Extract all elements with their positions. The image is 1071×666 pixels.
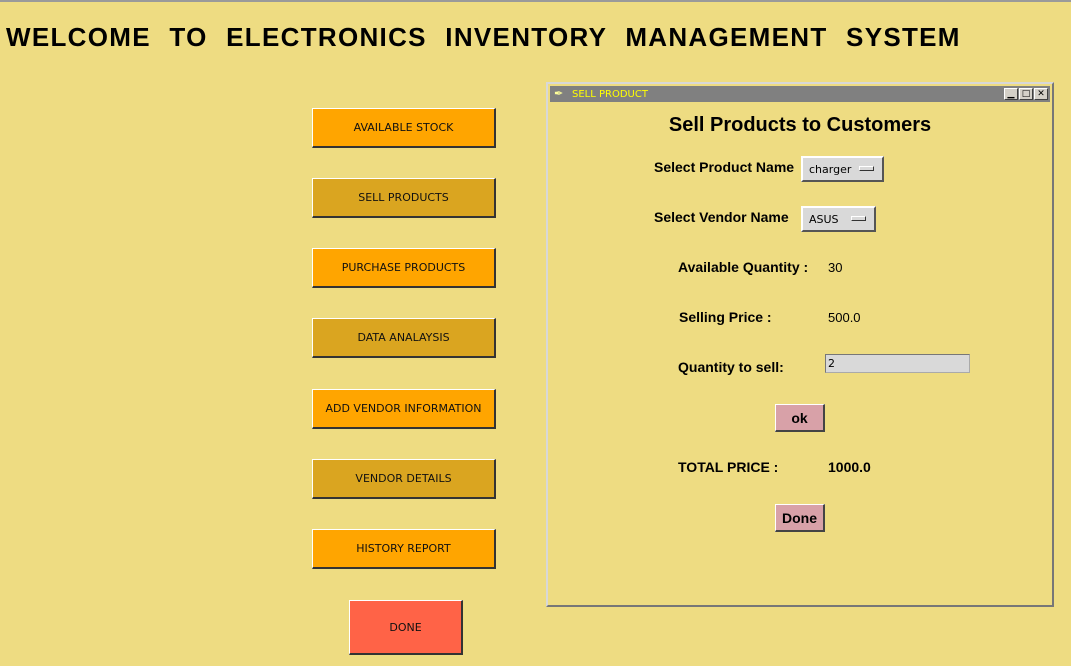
vendor-label: Select Vendor Name xyxy=(654,209,789,225)
product-select-value: charger xyxy=(809,162,852,176)
vendor-select-value: ASUS xyxy=(809,212,839,226)
vendor-details-button[interactable]: VENDOR DETAILS xyxy=(312,459,496,499)
product-label: Select Product Name xyxy=(654,159,795,175)
selling-price-value: 500.0 xyxy=(828,310,861,325)
close-icon[interactable]: ✕ xyxy=(1034,88,1048,100)
add-vendor-information-button[interactable]: ADD VENDOR INFORMATION xyxy=(312,389,496,429)
available-quantity-value: 30 xyxy=(828,260,843,275)
option-indicator-icon xyxy=(859,166,874,171)
feather-icon: ✒ xyxy=(554,88,564,100)
quantity-to-sell-label: Quantity to sell: xyxy=(678,359,784,375)
sell-product-dialog: ✒ SELL PRODUCT ▁ □ ✕ Sell Products to Cu… xyxy=(546,82,1054,607)
dialog-heading: Sell Products to Customers xyxy=(668,114,932,136)
page-title: WELCOME TO ELECTRONICS INVENTORY MANAGEM… xyxy=(6,22,961,52)
dialog-done-button[interactable]: Done xyxy=(775,504,825,532)
window-controls: ▁ □ ✕ xyxy=(1004,88,1048,100)
purchase-products-button[interactable]: PURCHASE PRODUCTS xyxy=(312,248,496,288)
maximize-icon[interactable]: □ xyxy=(1019,88,1033,100)
dialog-titlebar[interactable]: ✒ SELL PRODUCT ▁ □ ✕ xyxy=(550,86,1050,102)
dialog-window-title: SELL PRODUCT xyxy=(572,88,648,100)
selling-price-label: Selling Price : xyxy=(679,309,772,325)
available-stock-button[interactable]: AVAILABLE STOCK xyxy=(312,108,496,148)
data-analysis-button[interactable]: DATA ANALAYSIS xyxy=(312,318,496,358)
total-price-value: 1000.0 xyxy=(828,459,871,475)
available-quantity-label: Available Quantity : xyxy=(678,259,809,275)
ok-button[interactable]: ok xyxy=(775,404,825,432)
vendor-select[interactable]: ASUS xyxy=(801,206,876,232)
option-indicator-icon xyxy=(851,216,866,221)
done-button[interactable]: DONE xyxy=(349,600,463,655)
product-select[interactable]: charger xyxy=(801,156,884,182)
sell-products-button[interactable]: SELL PRODUCTS xyxy=(312,178,496,218)
quantity-to-sell-input[interactable] xyxy=(825,354,970,373)
history-report-button[interactable]: HISTORY REPORT xyxy=(312,529,496,569)
total-price-label: TOTAL PRICE : xyxy=(678,459,779,475)
minimize-icon[interactable]: ▁ xyxy=(1004,88,1018,100)
